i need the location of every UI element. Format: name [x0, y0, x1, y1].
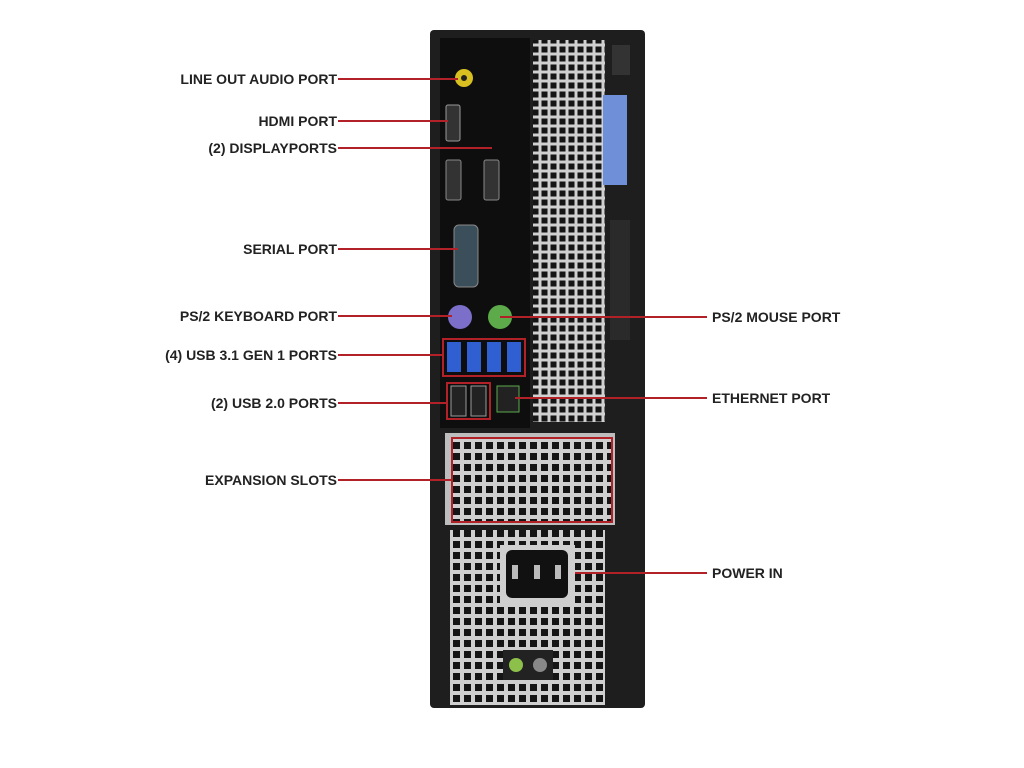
label-usb2-ports: (2) USB 2.0 PORTS — [210, 395, 337, 411]
label-displayports: (2) DISPLAYPORTS — [208, 140, 337, 156]
leader-lines — [338, 78, 707, 574]
label-ethernet-port: ETHERNET PORT — [712, 390, 831, 406]
hdmi-port — [445, 104, 461, 142]
label-hdmi-port: HDMI PORT — [258, 113, 337, 129]
label-expansion-slots: EXPANSION SLOTS — [205, 472, 337, 488]
label-serial-port: SERIAL PORT — [243, 241, 337, 257]
ps2-keyboard-port — [448, 305, 472, 329]
usb3-ports — [447, 342, 521, 372]
displayport-1 — [445, 159, 462, 201]
label-ps2-keyboard-port: PS/2 KEYBOARD PORT — [179, 308, 337, 324]
displayport-2 — [483, 159, 500, 201]
usb2-ports — [450, 385, 487, 417]
top-grille — [533, 40, 605, 422]
expansion-slots — [451, 437, 613, 523]
serial-port — [453, 224, 479, 288]
label-power-in: POWER IN — [712, 565, 783, 581]
label-line-out-audio-port: LINE OUT AUDIO PORT — [180, 71, 337, 87]
label-ps2-mouse-port: PS/2 MOUSE PORT — [712, 309, 841, 325]
blue-latch — [603, 95, 627, 185]
label-usb3-ports: (4) USB 3.1 GEN 1 PORTS — [165, 347, 337, 363]
